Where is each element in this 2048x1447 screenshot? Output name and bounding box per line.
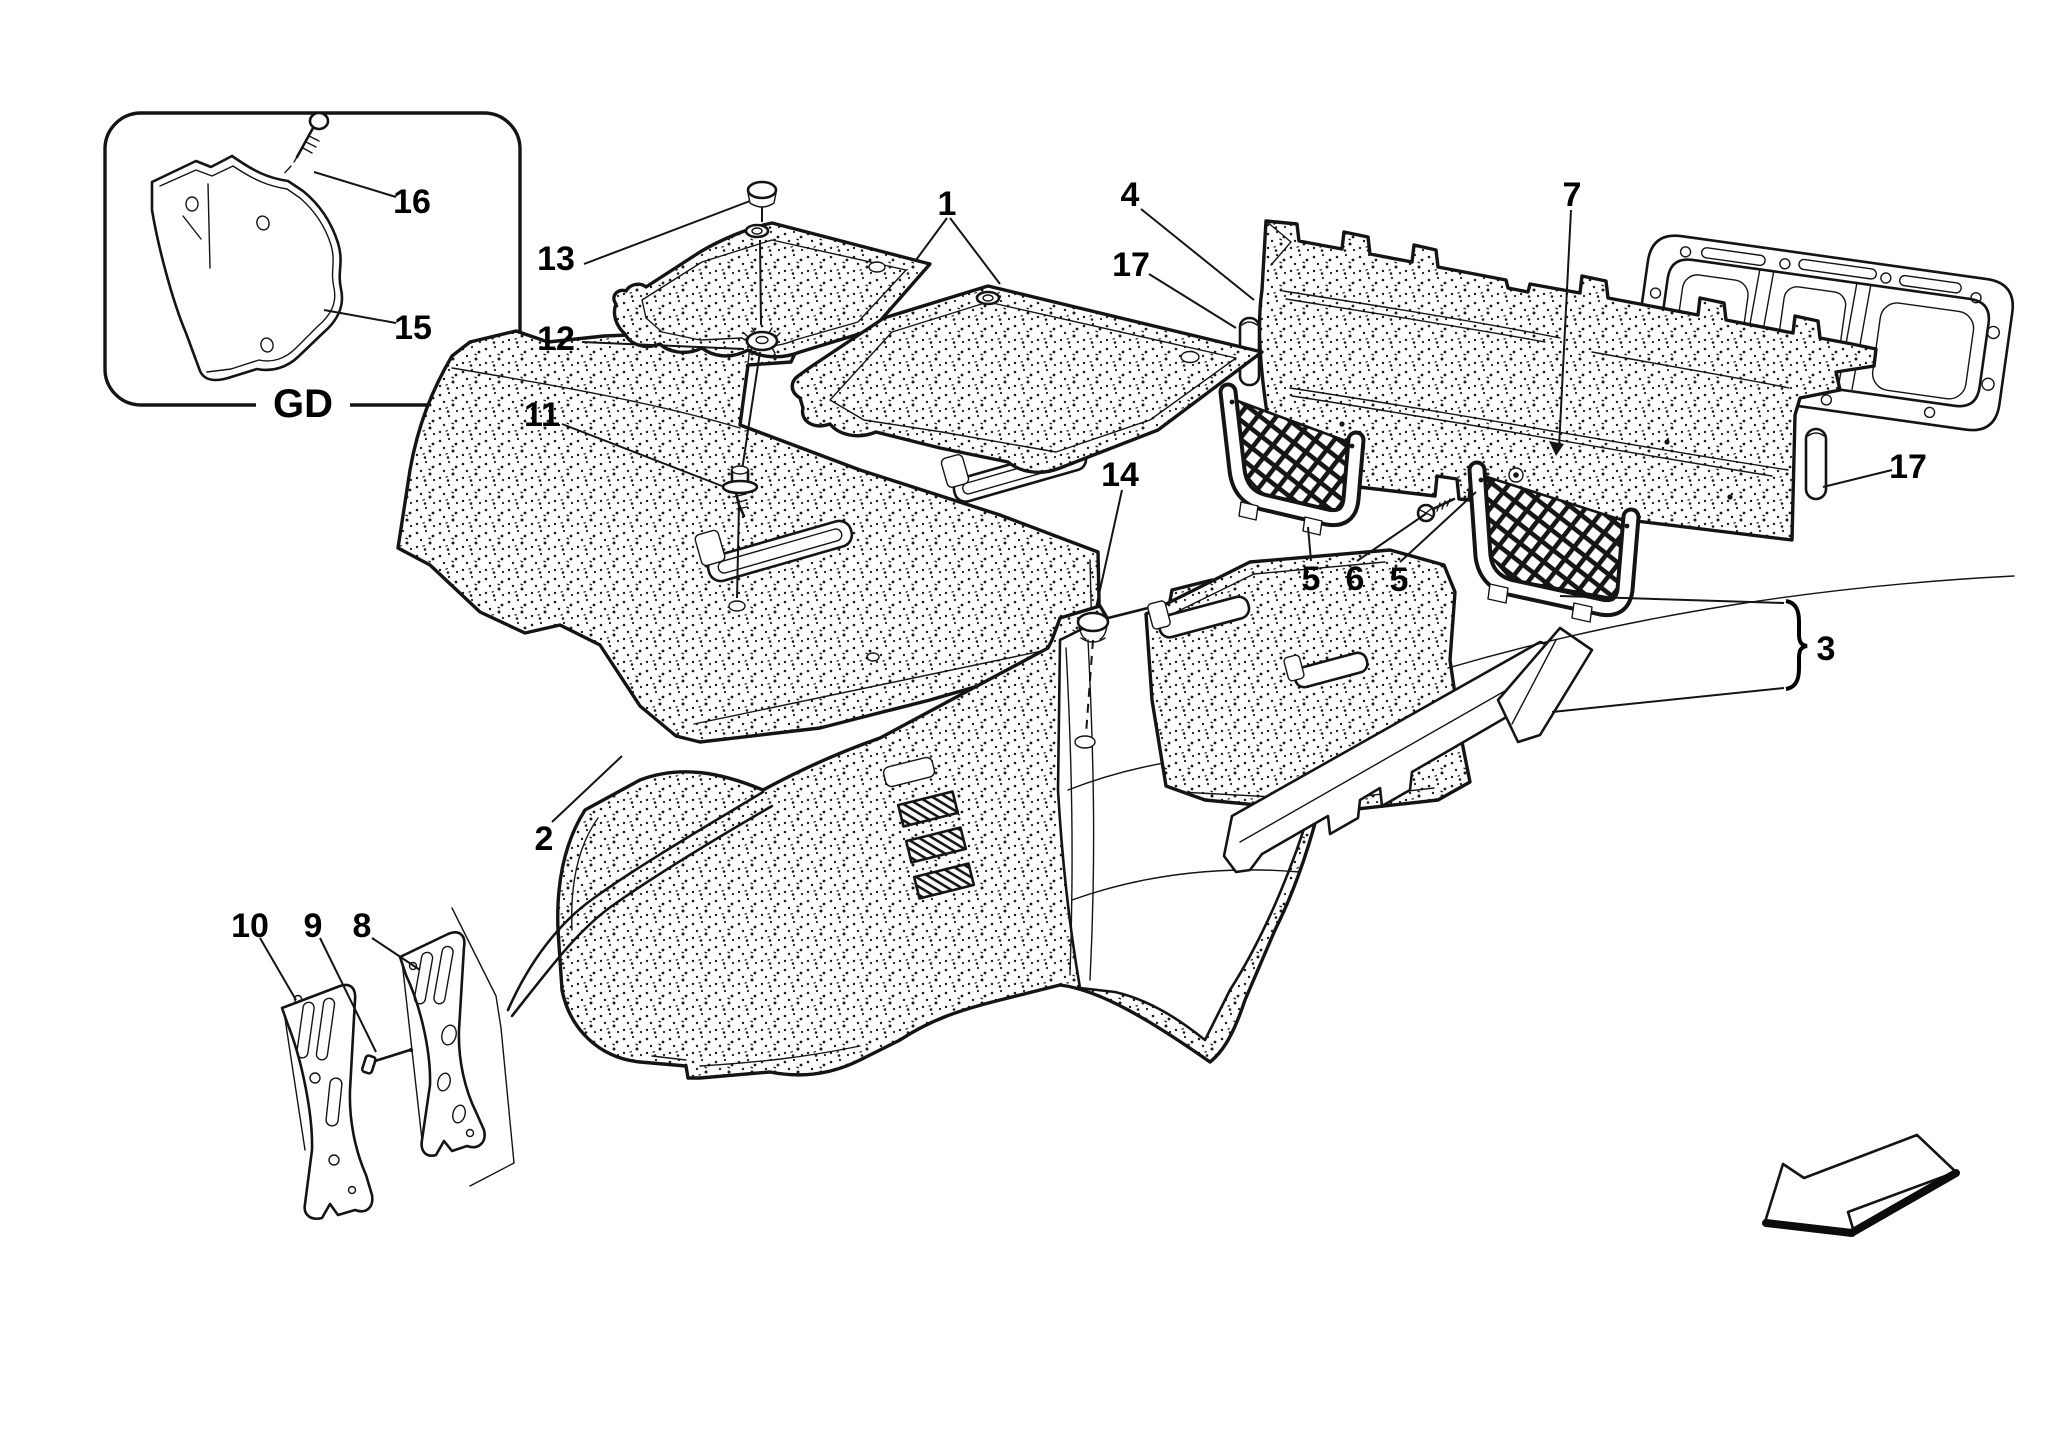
fastener-assembly-lines bbox=[736, 207, 1094, 735]
callout-labels: 1 2 3 4 5 6 5 7 8 9 10 11 12 13 14 15 16… bbox=[231, 176, 1927, 945]
seat-rail-strap bbox=[694, 519, 854, 583]
rear-panel-insulation-4 bbox=[1257, 219, 1878, 543]
grommet-7 bbox=[1508, 467, 1524, 483]
callout-5-left: 5 bbox=[1302, 560, 1321, 598]
callout-2: 2 bbox=[535, 820, 554, 858]
inset-box-gd bbox=[103, 111, 522, 419]
callout-14: 14 bbox=[1101, 456, 1139, 494]
callout-5-right: 5 bbox=[1390, 561, 1409, 599]
callout-15: 15 bbox=[394, 309, 432, 347]
grommet-14 bbox=[1076, 611, 1110, 643]
net-pocket-left bbox=[1218, 382, 1366, 536]
callout-16: 16 bbox=[393, 183, 431, 221]
sill-trim-rear bbox=[1496, 626, 1594, 744]
grommet-13 bbox=[746, 180, 778, 208]
callout-17-left: 17 bbox=[1112, 246, 1150, 284]
seat-rail-strap bbox=[1147, 595, 1251, 639]
callout-7: 7 bbox=[1563, 176, 1582, 214]
callout-11: 11 bbox=[524, 396, 560, 434]
callout-13: 13 bbox=[537, 240, 575, 278]
callout-9: 9 bbox=[304, 907, 323, 945]
callout-3: 3 bbox=[1817, 630, 1836, 668]
callout-12: 12 bbox=[537, 320, 575, 358]
brace-3 bbox=[1785, 599, 1808, 691]
inset-label-gd: GD bbox=[273, 382, 333, 426]
body-reference-line bbox=[1447, 575, 2015, 669]
callout-6: 6 bbox=[1346, 560, 1365, 598]
push-nut-12 bbox=[743, 327, 781, 354]
leader-lines bbox=[259, 171, 1893, 1053]
seat-rail-strap bbox=[1283, 651, 1369, 689]
floor-mat-large bbox=[790, 284, 1264, 474]
callout-17-right: 17 bbox=[1889, 448, 1927, 486]
strap-17-right bbox=[1804, 427, 1828, 501]
bracket-10 bbox=[280, 983, 374, 1220]
bracket-8 bbox=[398, 931, 486, 1157]
screw-16 bbox=[280, 111, 330, 178]
arrowhead-7 bbox=[1549, 441, 1564, 456]
direction-arrow bbox=[1762, 1133, 1960, 1237]
callout-1: 1 bbox=[938, 185, 957, 223]
callout-10: 10 bbox=[231, 907, 269, 945]
insulation-panel-15 bbox=[150, 154, 344, 382]
callout-8: 8 bbox=[353, 907, 372, 945]
rivet-9 bbox=[360, 1048, 413, 1075]
callout-4: 4 bbox=[1121, 176, 1140, 214]
screw-11 bbox=[721, 465, 759, 518]
